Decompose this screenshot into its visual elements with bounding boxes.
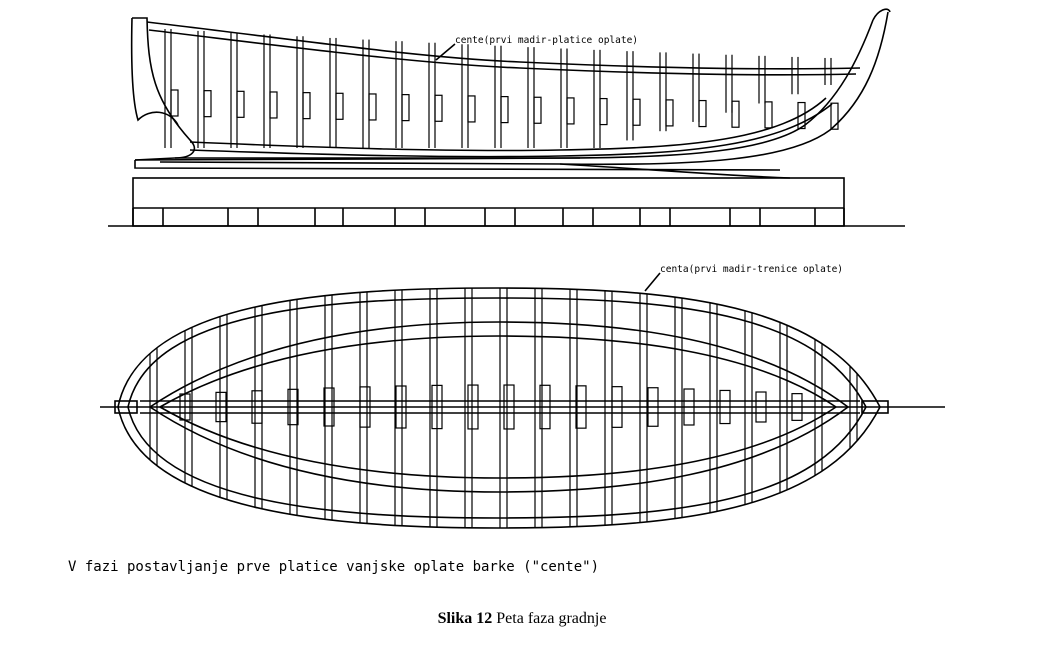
side-frame-floor xyxy=(599,97,608,126)
side-frames xyxy=(164,29,839,148)
figure-label: Slika 12 xyxy=(437,610,493,627)
floor-block xyxy=(719,389,731,425)
first-plank-cente-lower xyxy=(189,103,833,158)
side-frame-floor xyxy=(236,90,245,118)
bow-end-piece xyxy=(861,400,889,414)
side-frame-floor xyxy=(170,89,179,117)
first-plank-cente xyxy=(189,97,827,152)
side-frame-floor xyxy=(665,99,674,127)
sheer-line-inner xyxy=(148,29,857,76)
trenice-plank-lower xyxy=(149,406,849,493)
side-frame-floor xyxy=(698,99,707,128)
side-callout-leader xyxy=(435,43,456,61)
floor-block xyxy=(575,385,587,429)
side-frame-floor xyxy=(731,100,740,128)
trenice-plank-upper xyxy=(149,321,849,408)
stern-knee xyxy=(130,17,179,126)
floor-block xyxy=(467,384,479,430)
slip-blocks xyxy=(132,208,845,226)
side-frame-floor xyxy=(269,91,278,119)
floor-block xyxy=(755,391,767,423)
floor-block xyxy=(431,384,443,430)
stem-post xyxy=(872,8,891,21)
top-callout-label: centa(prvi madir-trenice oplate) xyxy=(660,264,843,275)
trenice-plank-upper-inner xyxy=(159,335,837,408)
hull-outline-inner xyxy=(127,297,867,519)
side-frame-floor xyxy=(500,95,509,124)
figure-title: Peta faza gradnje xyxy=(496,610,607,627)
side-frame-floor xyxy=(302,92,311,120)
side-frame-floor xyxy=(533,96,542,124)
floor-block xyxy=(683,388,695,426)
top-plan-view xyxy=(100,272,945,529)
floor-block xyxy=(539,384,551,430)
floor-block xyxy=(287,388,299,426)
floor-block xyxy=(215,391,227,423)
side-frame-floor xyxy=(335,92,344,120)
side-frame-floor xyxy=(368,93,377,121)
drawing-description: V fazi postavljanje prve platice vanjske… xyxy=(68,559,599,575)
hull-inner-line xyxy=(175,19,874,159)
building-slip-base xyxy=(132,177,845,227)
trenice-plank-lower-inner xyxy=(159,406,837,479)
side-frame-floor xyxy=(203,90,212,118)
stern-post xyxy=(132,17,196,161)
keel xyxy=(134,160,781,171)
stern-end-piece xyxy=(114,400,138,414)
side-frame-floor xyxy=(830,102,839,130)
floor-block xyxy=(647,387,659,427)
sheer-line xyxy=(146,21,861,70)
side-frame-floor xyxy=(467,95,476,123)
top-callout-leader xyxy=(644,272,661,292)
floor-block xyxy=(251,390,263,424)
side-frame-floor xyxy=(566,97,575,125)
side-elevation-view xyxy=(108,8,905,227)
top-frames xyxy=(149,288,858,528)
side-frame-floor xyxy=(764,101,773,129)
floor-blocks xyxy=(179,384,803,430)
forefoot-line xyxy=(559,163,791,179)
hull-outline-outer xyxy=(117,287,881,529)
side-frame-floor xyxy=(401,94,410,122)
floor-block xyxy=(791,393,803,421)
floor-block xyxy=(359,386,371,428)
side-frame-floor xyxy=(632,98,641,126)
side-callout-label: cente(prvi madir-platice oplate) xyxy=(455,35,638,46)
floor-block xyxy=(611,386,623,428)
hull-outer-line xyxy=(159,11,889,166)
figure-caption: Slika 12 Peta faza gradnje xyxy=(0,610,1044,628)
floor-block xyxy=(323,387,335,427)
side-frame-floor xyxy=(797,101,806,130)
floor-block xyxy=(395,385,407,429)
floor-block xyxy=(503,384,515,430)
side-frame-floor xyxy=(434,94,443,122)
